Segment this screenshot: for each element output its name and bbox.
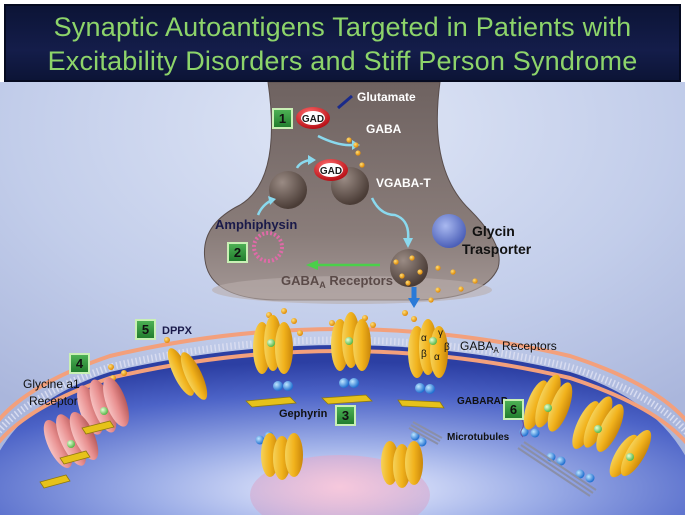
presyn-gaba-sub: A bbox=[319, 280, 326, 290]
gad-enzyme-2: GAD bbox=[314, 159, 348, 181]
title-banner: Synaptic Autoantigens Targeted in Patien… bbox=[4, 4, 681, 82]
badge-1: 1 bbox=[272, 108, 293, 129]
glycine-receptor-label-1: Glycine a1 bbox=[23, 377, 80, 391]
gabarap-linker bbox=[520, 419, 524, 438]
glycine-receptor-label-2: Receptor bbox=[29, 394, 78, 408]
post-gaba-tail: Receptors bbox=[499, 339, 557, 353]
gaba-a-receptor-right-3 bbox=[609, 430, 652, 478]
title-line-2: Excitability Disorders and Stiff Person … bbox=[47, 46, 638, 76]
beta-label-1: β bbox=[421, 349, 427, 360]
gabarap-label: GABARAP bbox=[457, 396, 508, 407]
badge-3-number: 3 bbox=[342, 408, 349, 423]
gaba-a-receptor-right-1 bbox=[523, 374, 573, 432]
presyn-gaba-main: GABA bbox=[281, 273, 320, 288]
badge-2: 2 bbox=[227, 242, 248, 263]
glutamate-label: Glutamate bbox=[357, 90, 416, 104]
release-arrowhead bbox=[408, 298, 420, 308]
gaba-a-receptors-post-label: GABAA Receptors bbox=[460, 339, 557, 355]
vesicle-release bbox=[390, 249, 428, 287]
gaba-a-receptor-2 bbox=[331, 312, 371, 371]
badge-3: 3 bbox=[335, 405, 356, 426]
vgabat-label: VGABA-T bbox=[376, 176, 431, 190]
post-gaba-sub: A bbox=[493, 346, 499, 355]
gamma-label: γ bbox=[438, 328, 443, 339]
glutamate-arrow bbox=[337, 94, 353, 110]
subunit-letters: α γ β β α bbox=[421, 328, 450, 363]
gad-label-2: GAD bbox=[320, 166, 342, 177]
gephyrin-label: Gephyrin bbox=[279, 408, 328, 420]
gaba-a-receptor-right-2 bbox=[572, 396, 624, 452]
badge-4: 4 bbox=[69, 353, 90, 374]
glycin-transporter-label-1: Glycin bbox=[472, 223, 515, 239]
glycin-transporter-label-2: Trasporter bbox=[462, 241, 532, 257]
gad-label-1: GAD bbox=[302, 114, 324, 125]
badge-6-number: 6 bbox=[510, 402, 517, 417]
glycin-transporter-circle bbox=[432, 214, 466, 248]
amphiphysin-label: Amphiphysin bbox=[215, 217, 297, 232]
glycine-receptor-1 bbox=[77, 377, 129, 435]
gaba-receptor-arrowhead bbox=[306, 260, 318, 270]
presyn-gaba-tail: Receptors bbox=[326, 273, 393, 288]
microtubules-label: Microtubules bbox=[447, 432, 510, 443]
dppx-protein bbox=[167, 348, 208, 400]
badge-4-number: 4 bbox=[76, 356, 84, 371]
title-line-1: Synaptic Autoantigens Targeted in Patien… bbox=[53, 12, 632, 42]
internal-receptor-2 bbox=[381, 441, 423, 488]
post-gaba-main: GABA bbox=[460, 339, 493, 353]
dppx-label: DPPX bbox=[162, 325, 193, 337]
alpha-label-1: α bbox=[421, 333, 427, 344]
alpha-label-2: α bbox=[434, 352, 440, 363]
badge-6: 6 bbox=[503, 399, 524, 420]
amphiphysin-ring bbox=[252, 231, 284, 263]
badge-1-number: 1 bbox=[279, 111, 286, 126]
gaba-a-receptor-1 bbox=[253, 315, 293, 374]
microtubules-graphic bbox=[408, 421, 597, 497]
gaba-label: GABA bbox=[366, 122, 402, 136]
badge-2-number: 2 bbox=[234, 245, 241, 260]
badge-5: 5 bbox=[135, 319, 156, 340]
membrane-lipids bbox=[0, 336, 685, 436]
gephyrin-lattice bbox=[39, 394, 445, 489]
gad-enzyme-1: GAD bbox=[296, 107, 330, 129]
internal-receptor-1 bbox=[261, 433, 303, 480]
gaba-a-receptor-3 bbox=[408, 319, 448, 378]
badge-5-number: 5 bbox=[142, 322, 149, 337]
vesicle-left bbox=[269, 171, 307, 209]
beta-label-2: β bbox=[444, 342, 450, 353]
gaba-a-receptors-presynaptic-label: GABAA Receptors bbox=[281, 273, 393, 290]
